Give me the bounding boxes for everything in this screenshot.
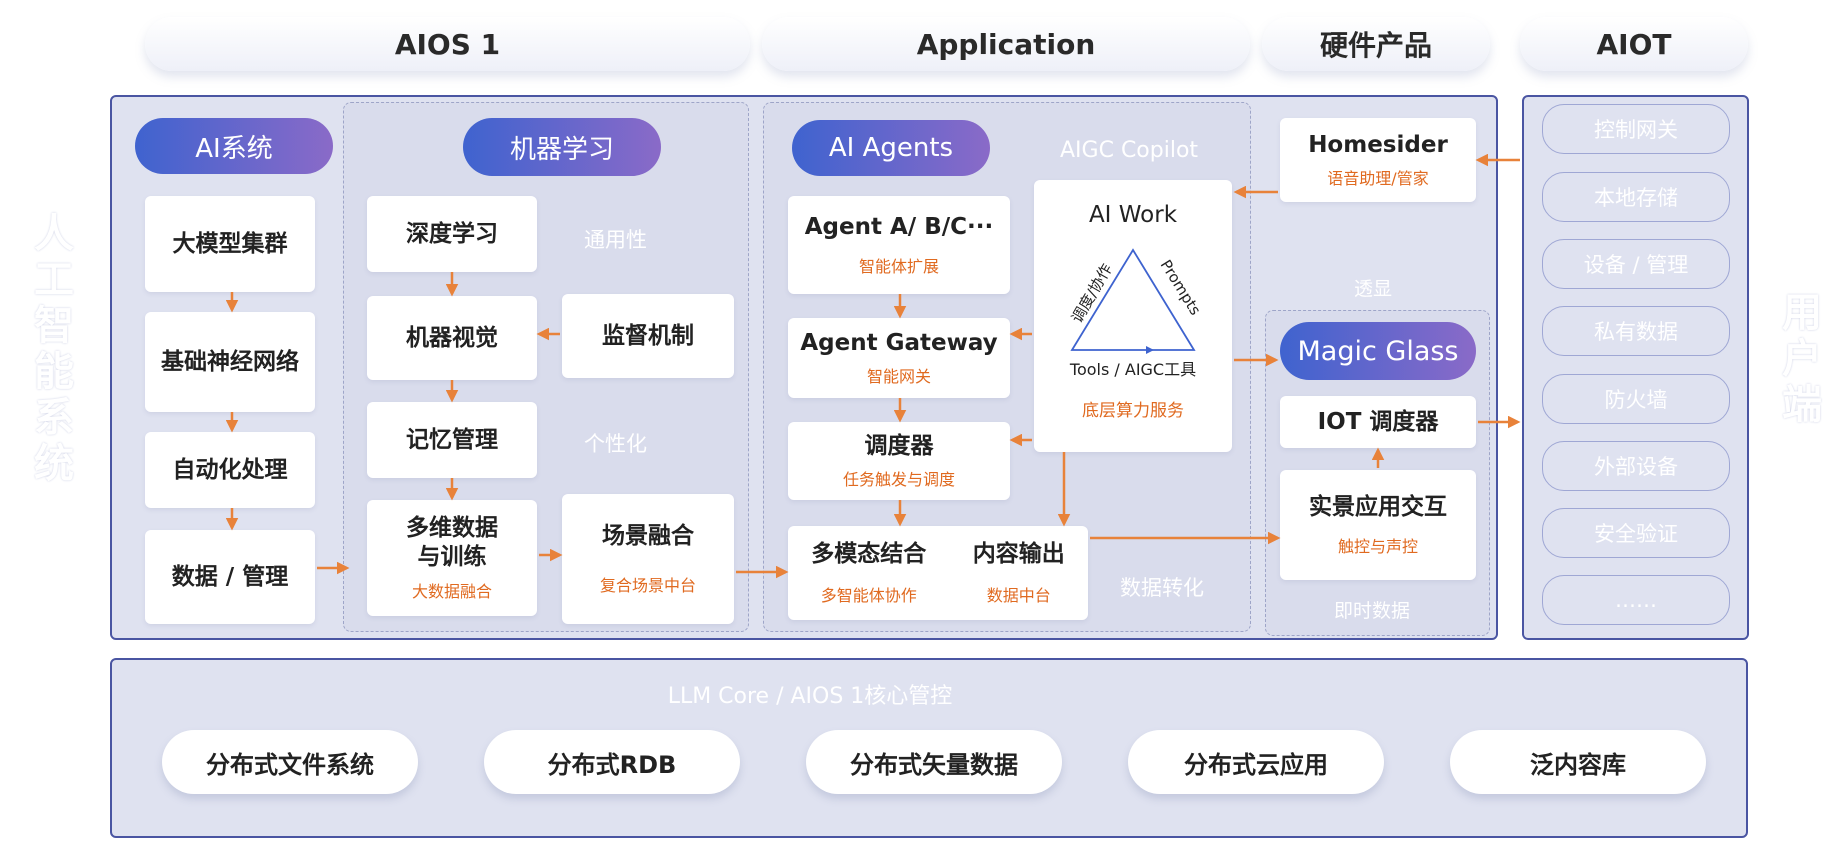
card-title: Agent A/ B/C···: [804, 213, 994, 240]
card-subtitle: 多智能体协作: [820, 586, 917, 606]
ml-item-deep: 深度学习: [367, 196, 537, 272]
aiot-item: 私有数据: [1542, 306, 1730, 356]
data-convert-label: 数据转化: [1120, 576, 1204, 600]
core-title: LLM Core / AIOS 1核心管控: [667, 684, 953, 709]
ml-scene: 场景融合 复合场景中台: [562, 494, 734, 624]
card-title: Agent Gateway: [800, 329, 998, 356]
card-title: 基础神经网络: [161, 348, 299, 375]
header-aiot: AIOT: [1520, 17, 1748, 71]
core-item: 分布式云应用: [1128, 730, 1384, 794]
aiot-item: 控制网关: [1542, 104, 1730, 154]
aiwork-triangle: 调度/协作 Prompts: [1068, 248, 1205, 354]
card-title: 内容输出: [972, 540, 1065, 567]
card-subtitle: 数据中台: [986, 586, 1051, 606]
ml-multi: 多维数据 与训练 大数据融合: [367, 500, 537, 616]
ml-supervise: 监督机制: [562, 294, 734, 378]
card-title: 场景融合: [602, 522, 694, 549]
ai-system-item: 自动化处理: [145, 432, 315, 508]
ai-system-item: 数据 / 管理: [145, 530, 315, 624]
aiwork-service: 底层算力服务: [1082, 401, 1184, 421]
card-title: 实景应用交互: [1309, 493, 1447, 520]
ai-system-item: 大模型集群: [145, 196, 315, 292]
agents-title: AI Agents: [792, 120, 990, 176]
aiwork-bottom: Tools / AIGC工具: [1069, 360, 1197, 379]
card-subtitle: 语音助理/管家: [1327, 169, 1429, 189]
header-application: Application: [762, 17, 1250, 71]
card-title: 机器视觉: [406, 324, 498, 351]
label-personal: 个性化: [584, 432, 647, 456]
card-subtitle: 触控与声控: [1337, 537, 1418, 557]
label-general: 通用性: [584, 228, 647, 252]
card-subtitle: 大数据融合: [411, 581, 492, 601]
card-subtitle: 智能网关: [866, 367, 931, 387]
copilot-label: AIGC Copilot: [1060, 138, 1199, 163]
ml-title: 机器学习: [463, 118, 661, 176]
header-aios: AIOS 1: [145, 17, 750, 71]
card-subtitle: 任务触发与调度: [842, 470, 955, 490]
core-item: 分布式RDB: [484, 730, 740, 794]
card-title: 多维数据 与训练: [406, 515, 498, 570]
agent-abc: Agent A/ B/C··· 智能体扩展: [788, 196, 1010, 294]
ai-system-item: 基础神经网络: [145, 312, 315, 412]
homesider-card: Homesider 语音助理/管家: [1280, 118, 1476, 202]
ml-item-vision: 机器视觉: [367, 296, 537, 380]
iot-scheduler-card: IOT 调度器: [1280, 396, 1476, 448]
aiwork-title: AI Work: [1088, 202, 1178, 228]
card-title: 深度学习: [406, 220, 498, 247]
core-item: 分布式文件系统: [162, 730, 418, 794]
aiot-item: 防火墙: [1542, 374, 1730, 424]
card-title: 大模型集群: [172, 230, 288, 257]
card-title: 记忆管理: [406, 426, 498, 453]
transparent-label: 透显: [1354, 278, 1393, 300]
aiot-item: 外部设备: [1542, 441, 1730, 491]
aiot-item: 设备 / 管理: [1542, 239, 1730, 289]
agent-scheduler: 调度器 任务触发与调度: [788, 422, 1010, 500]
output-block: 内容输出 数据中台: [973, 540, 1065, 607]
aiot-item: 本地存储: [1542, 172, 1730, 222]
ml-item-memory: 记忆管理: [367, 402, 537, 478]
header-hardware: 硬件产品: [1262, 17, 1490, 71]
card-title: 数据 / 管理: [171, 563, 289, 590]
aiot-item: ……: [1542, 575, 1730, 625]
card-title: IOT 调度器: [1317, 408, 1439, 435]
agent-bottom-row: 多模态结合 多智能体协作 内容输出 数据中台: [788, 526, 1088, 620]
card-title: Homesider: [1308, 131, 1448, 158]
scene-interact-card: 实景应用交互 触控与声控: [1280, 470, 1476, 580]
core-item: 泛内容库: [1450, 730, 1706, 794]
aiwork-card: AI Work 调度/协作 Prompts Tools / AIGC工具 底层算…: [1034, 180, 1232, 452]
realtime-label: 即时数据: [1334, 600, 1411, 622]
card-title: 多模态结合: [811, 540, 927, 567]
ai-system-title: AI系统: [135, 118, 333, 174]
aiot-item: 安全验证: [1542, 508, 1730, 558]
magic-glass-title: Magic Glass: [1280, 322, 1476, 380]
card-title: 自动化处理: [172, 456, 288, 483]
side-label-ai: 人工智能系统: [27, 212, 73, 488]
card-subtitle: 复合场景中台: [599, 576, 696, 596]
card-subtitle: 智能体扩展: [858, 257, 939, 277]
side-label-user: 用户端: [1775, 291, 1821, 429]
card-title: 监督机制: [602, 322, 694, 349]
multimodal-block: 多模态结合 多智能体协作: [811, 540, 926, 607]
card-title: 调度器: [864, 432, 934, 459]
agent-gateway: Agent Gateway 智能网关: [788, 318, 1010, 398]
core-item: 分布式矢量数据: [806, 730, 1062, 794]
